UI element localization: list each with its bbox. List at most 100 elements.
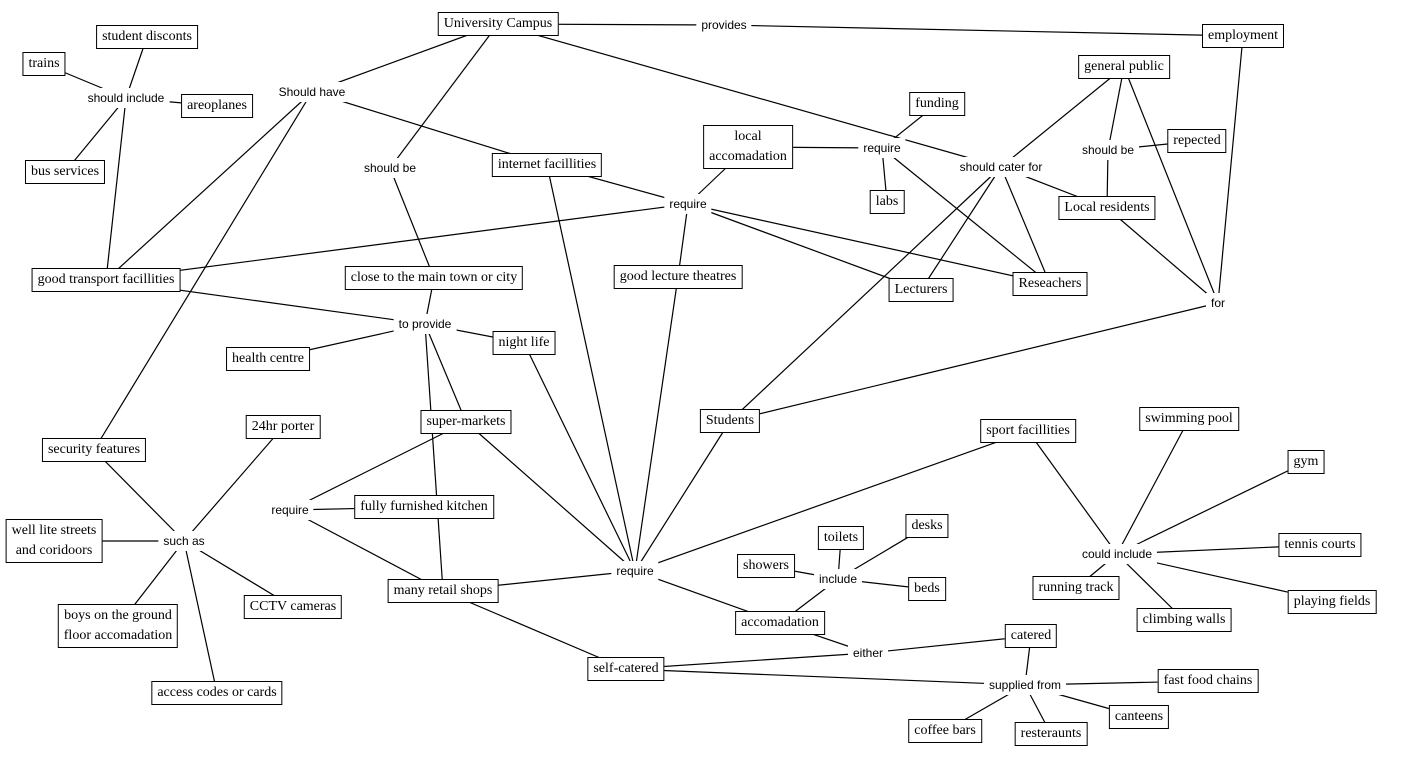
edge-l_require2-lecturers — [687, 203, 922, 291]
concept-node-trains[interactable]: trains — [22, 52, 66, 76]
concept-node-tennis[interactable]: tennis courts — [1278, 533, 1362, 557]
linking-phrase-l-include: include — [813, 569, 863, 589]
linking-phrase-l-should-be1: should be — [358, 158, 422, 178]
concept-node-reseachers[interactable]: Reseachers — [1012, 272, 1088, 296]
concept-node-kitchen[interactable]: fully furnished kitchen — [354, 495, 494, 519]
concept-node-retail[interactable]: many retail shops — [387, 579, 499, 603]
edge-l_require2-reseachers — [687, 203, 1051, 285]
concept-node-playing[interactable]: playing fields — [1287, 590, 1377, 614]
linking-phrase-l-provides: provides — [696, 15, 752, 35]
edge-general_public-l_for — [1123, 66, 1219, 304]
concept-node-climbing[interactable]: climbing walls — [1136, 608, 1232, 632]
edge-retail-self_catered — [442, 590, 627, 670]
edge-super_markets-l_require3 — [289, 421, 467, 511]
edge-l_require4-sport — [634, 430, 1029, 572]
edge-l_such_as-access — [183, 540, 218, 694]
linking-phrase-l-require3: require — [266, 500, 314, 520]
concept-node-employment[interactable]: employment — [1202, 24, 1284, 48]
concept-node-toilets[interactable]: toilets — [817, 526, 865, 550]
edge-general_public-l_should_cater — [1000, 66, 1125, 168]
edge-l_should_cater-reseachers — [1000, 166, 1051, 285]
linking-phrase-l-to-provide: to provide — [393, 314, 457, 334]
edge-l_such_as-porter — [183, 426, 284, 542]
concept-node-canteens[interactable]: canteens — [1108, 705, 1170, 729]
concept-node-health[interactable]: health centre — [226, 347, 310, 371]
edge-sport-l_could_include — [1027, 430, 1118, 555]
edge-l_provides-employment — [723, 24, 1244, 37]
linking-phrase-l-should-include: should include — [82, 88, 170, 108]
edge-students-l_require4 — [634, 420, 731, 572]
concept-node-lecture[interactable]: good lecture theatres — [613, 265, 743, 289]
concept-node-gym[interactable]: gym — [1287, 450, 1325, 474]
linking-phrase-l-supplied: supplied from — [983, 675, 1067, 695]
edge-campus-l_should_cater — [497, 23, 1002, 168]
concept-node-self-catered[interactable]: self-catered — [587, 657, 665, 681]
concept-node-local-residents[interactable]: Local residents — [1058, 196, 1156, 220]
concept-node-desks[interactable]: desks — [905, 514, 949, 538]
edge-l_should_have-good_transport — [105, 91, 313, 281]
linking-phrase-l-for: for — [1205, 293, 1231, 313]
concept-node-general-public[interactable]: general public — [1078, 55, 1170, 79]
edge-security-l_such_as — [93, 449, 185, 542]
concept-node-repected[interactable]: repected — [1167, 129, 1227, 153]
edge-super_markets-l_require4 — [465, 421, 636, 572]
edge-lecture-l_require4 — [634, 276, 679, 572]
linking-phrase-l-require4: require — [611, 561, 659, 581]
concept-node-catered[interactable]: catered — [1004, 624, 1058, 648]
concept-node-accomadation[interactable]: accomadation — [735, 611, 825, 635]
concept-node-well-lite[interactable]: well lite streets and coridoors — [5, 519, 103, 563]
edge-l_should_have-security — [93, 91, 313, 451]
concept-node-bus[interactable]: bus services — [24, 160, 106, 184]
concept-node-fast-food[interactable]: fast food chains — [1157, 669, 1259, 693]
concept-node-internet[interactable]: internet facillities — [491, 153, 603, 177]
concept-node-swimming[interactable]: swimming pool — [1139, 407, 1239, 431]
concept-node-beds[interactable]: beds — [908, 577, 946, 601]
concept-node-student-discounts[interactable]: student disconts — [96, 25, 198, 49]
concept-node-night-life[interactable]: night life — [492, 331, 556, 355]
edge-l_should_cater-students — [729, 166, 1002, 422]
concept-node-porter[interactable]: 24hr porter — [245, 415, 321, 439]
concept-node-cctv[interactable]: CCTV cameras — [243, 595, 343, 619]
concept-node-lecturers[interactable]: Lecturers — [888, 278, 954, 302]
linking-phrase-l-should-be2: should be — [1076, 140, 1140, 160]
concept-node-coffee[interactable]: coffee bars — [908, 719, 982, 743]
linking-phrase-l-either: either — [847, 643, 889, 663]
linking-phrase-l-require2: require — [664, 194, 712, 214]
concept-node-local-acc[interactable]: local accomadation — [703, 125, 793, 169]
concept-node-resteraunts[interactable]: resteraunts — [1014, 722, 1088, 746]
edge-l_should_be1-close_town — [389, 167, 435, 279]
edge-general_public-l_should_be2 — [1107, 66, 1125, 151]
concept-node-showers[interactable]: showers — [737, 554, 795, 578]
edge-l_require1-reseachers — [881, 147, 1051, 285]
linking-phrase-l-should-cater: should cater for — [954, 157, 1048, 177]
edge-l_either-catered — [867, 635, 1032, 654]
concept-node-labs[interactable]: labs — [869, 190, 905, 214]
concept-node-sport[interactable]: sport facillities — [980, 419, 1076, 443]
concept-node-security[interactable]: security features — [41, 438, 147, 462]
edge-l_could_include-swimming — [1116, 418, 1190, 555]
concept-node-running[interactable]: running track — [1032, 576, 1120, 600]
linking-phrase-l-could-include: could include — [1076, 544, 1158, 564]
concept-node-super-markets[interactable]: super-markets — [420, 410, 512, 434]
concept-node-good-transport[interactable]: good transport facillities — [31, 268, 181, 292]
edge-l_should_include-good_transport — [105, 97, 127, 281]
edge-l_require2-good_transport — [105, 203, 689, 281]
edge-l_to_provide-super_markets — [424, 323, 467, 423]
edge-l_for-students — [729, 302, 1219, 422]
concept-node-boys[interactable]: boys on the ground floor accomadation — [57, 604, 179, 648]
edge-l_require3-retail — [289, 509, 444, 592]
concept-node-close-town[interactable]: close to the main town or city — [344, 266, 524, 290]
edge-local_residents-l_for — [1106, 207, 1219, 304]
edge-l_should_have-internet — [311, 91, 548, 166]
concept-node-students[interactable]: Students — [699, 409, 761, 433]
edge-l_should_cater-lecturers — [920, 166, 1002, 291]
concept-node-access[interactable]: access codes or cards — [151, 681, 283, 705]
concept-node-funding[interactable]: funding — [909, 92, 965, 116]
edge-campus-l_should_be1 — [389, 23, 499, 169]
concept-node-areoplanes[interactable]: areoplanes — [181, 94, 253, 118]
edge-night_life-l_require4 — [523, 342, 636, 572]
edge-employment-l_for — [1217, 35, 1244, 304]
linking-phrase-l-require1: require — [858, 138, 906, 158]
concept-node-campus[interactable]: University Campus — [437, 12, 559, 36]
